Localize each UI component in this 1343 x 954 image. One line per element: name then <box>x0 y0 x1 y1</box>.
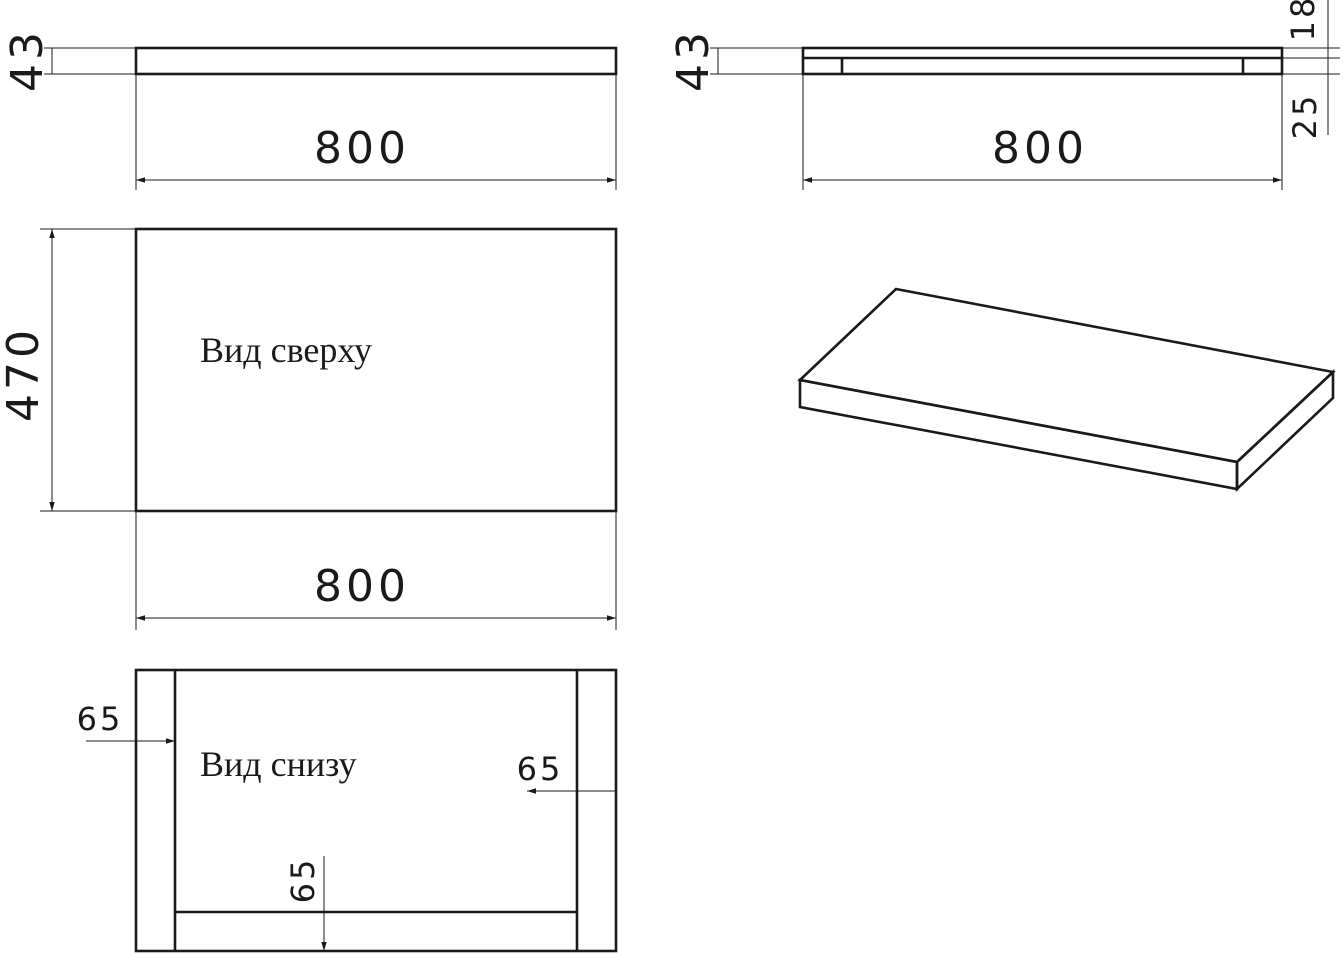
top-view-outline <box>134 227 618 513</box>
bottom-view: Вид снизу 65 65 65 <box>77 668 618 953</box>
iso-side-face <box>1235 368 1335 493</box>
top-view: Вид сверху 470 800 <box>0 227 618 630</box>
side-thickness-dimension: 43 <box>668 28 719 92</box>
top-width-dimension: 800 <box>314 561 410 612</box>
top-depth-dimension: 470 <box>0 326 49 422</box>
front-width-dimension: 800 <box>314 123 410 174</box>
front-thickness-dimension: 43 <box>2 28 53 92</box>
top-view-title: Вид сверху <box>200 330 372 370</box>
side-view: 43 18 25 800 <box>668 0 1340 190</box>
bottom-left-strip-dimension: 65 <box>77 700 124 738</box>
iso-top-face <box>797 287 1336 464</box>
side-panel-thickness-dimension: 18 <box>1284 0 1322 41</box>
bottom-view-title: Вид снизу <box>200 744 357 784</box>
bottom-right-strip-dimension: 65 <box>517 750 564 788</box>
iso-front-face <box>798 378 1239 491</box>
side-frame-height-dimension: 25 <box>1286 93 1324 140</box>
side-panel-outline <box>801 46 1284 76</box>
front-panel-outline <box>134 46 618 76</box>
side-width-dimension: 800 <box>992 123 1088 174</box>
bottom-back-strip-dimension: 65 <box>284 857 322 904</box>
front-view: 43 800 <box>2 28 618 190</box>
bottom-view-outline <box>134 668 618 953</box>
isometric-view <box>797 287 1336 493</box>
